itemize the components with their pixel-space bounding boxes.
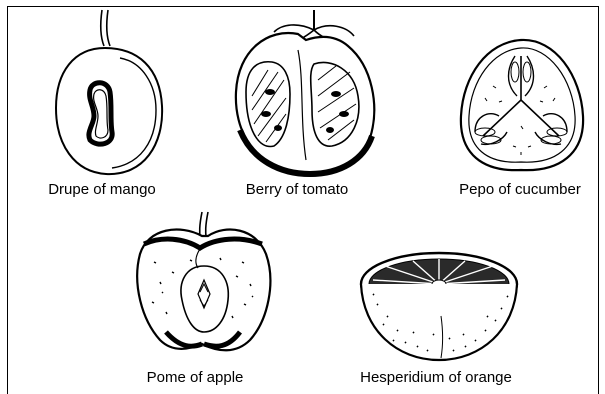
- label-mango: Drupe of mango: [48, 181, 156, 198]
- label-orange: Hesperidium of orange: [360, 369, 512, 386]
- orange-hesperidium-illustration: [357, 250, 521, 364]
- label-apple: Pome of apple: [147, 369, 244, 386]
- cucumber-pepo-illustration: [455, 36, 589, 176]
- mango-drupe-illustration: [50, 10, 170, 180]
- tomato-berry-illustration: [228, 10, 378, 182]
- apple-pome-illustration: [132, 212, 272, 362]
- label-tomato: Berry of tomato: [246, 181, 349, 198]
- label-cucumber: Pepo of cucumber: [459, 181, 581, 198]
